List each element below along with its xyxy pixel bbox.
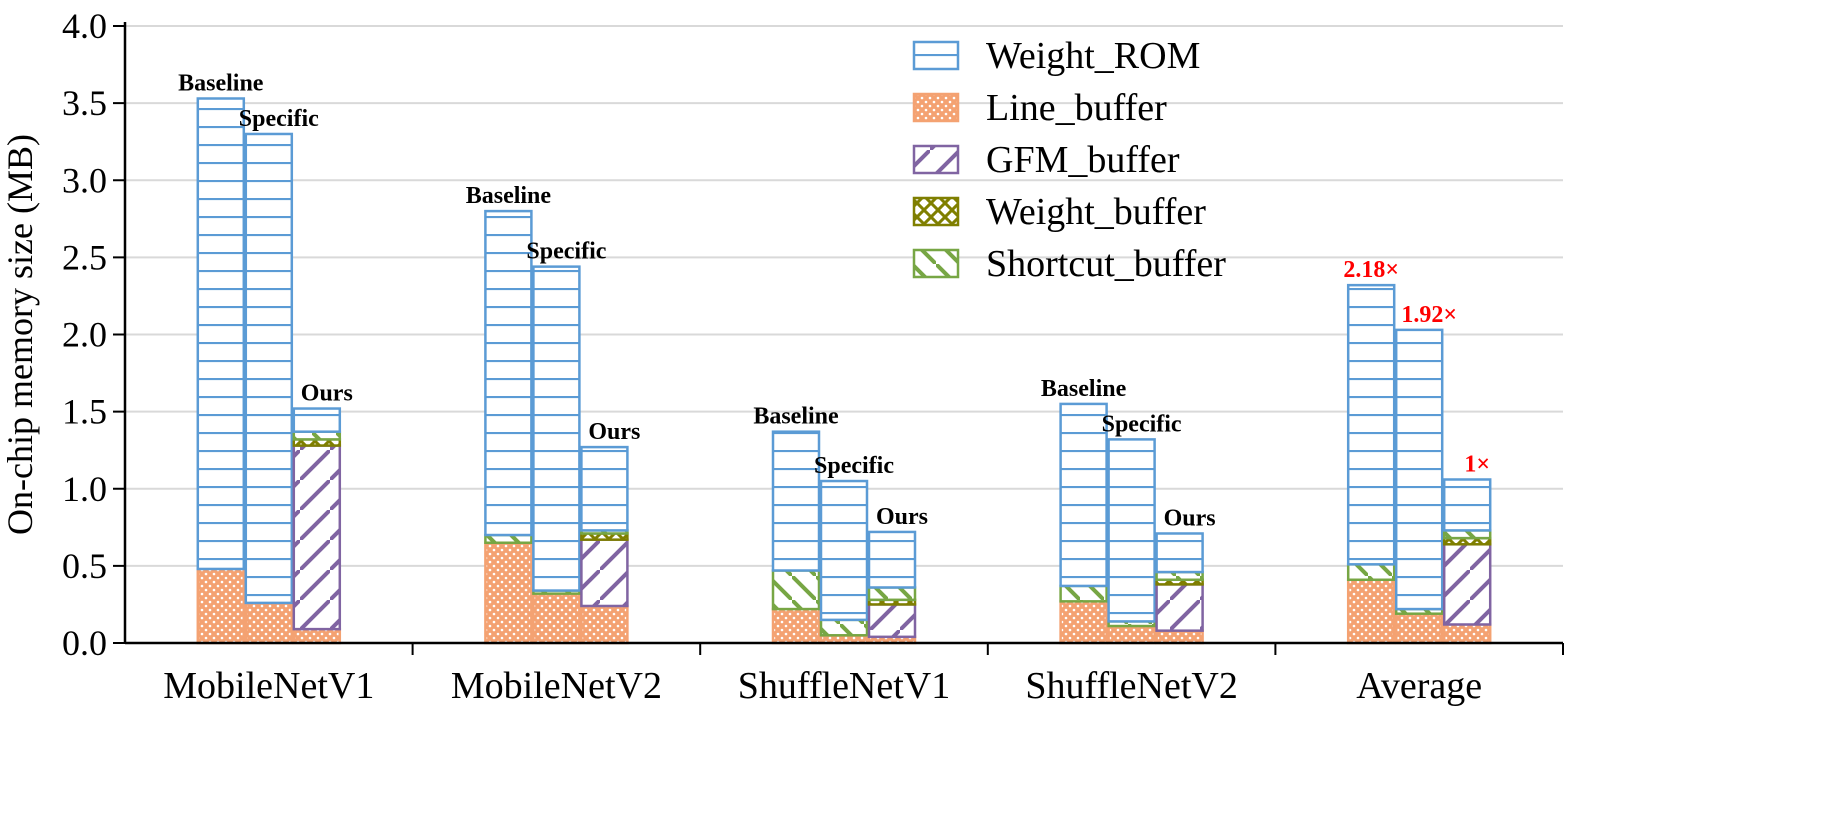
y-tick-label: 4.0 <box>62 6 107 46</box>
bar-label-shufflenetv1-baseline: Baseline <box>753 404 839 430</box>
y-axis-title: On-chip memory size (MB) <box>0 134 40 535</box>
bar-segment-shortcut-buffer-shufflenetv2-baseline <box>1059 584 1108 603</box>
legend-label-weight-buffer: Weight_buffer <box>986 191 1206 233</box>
bar-segment-weight-rom-average-ours <box>1442 478 1492 532</box>
bars <box>196 97 1492 645</box>
x-tick-label-shufflenetv1: ShuffleNetV1 <box>738 665 951 707</box>
legend-label-weight-rom: Weight_ROM <box>986 35 1200 77</box>
x-tick-label-mobilenetv2: MobileNetV2 <box>451 665 662 707</box>
bar-label-mobilenetv2-specific: Specific <box>526 239 606 265</box>
bar-segment-weight-rom-mobilenetv1-ours <box>292 407 342 433</box>
legend: Weight_ROM Line_bufferGFM_bufferWeight_bu… <box>912 35 1226 285</box>
bar-segment-gfm-buffer-average-ours <box>1442 543 1492 626</box>
bar-label-shufflenetv2-baseline: Baseline <box>1041 376 1127 402</box>
bar-segment-line-buffer-shufflenetv2-baseline <box>1059 600 1108 645</box>
bar-segment-line-buffer-mobilenetv2-specific <box>532 592 581 645</box>
bar-segment-gfm-buffer-mobilenetv2-ours <box>580 538 629 608</box>
bar-segment-shortcut-buffer-average-baseline <box>1346 563 1396 582</box>
bar-segment-line-buffer-mobilenetv1-specific <box>244 601 294 645</box>
y-tick-label: 1.0 <box>62 469 107 509</box>
bar-label-average-baseline: 2.18× <box>1343 257 1399 283</box>
bar-segment-weight-rom-average-specific <box>1394 328 1444 611</box>
bar-segment-weight-rom-mobilenetv2-baseline <box>484 209 533 537</box>
bar-label-mobilenetv1-specific: Specific <box>239 106 319 132</box>
legend-label-line-buffer: Line_buffer <box>986 87 1167 129</box>
bar-segment-weight-rom-shufflenetv1-specific <box>819 479 869 622</box>
axes: 0.0 0.5 1.0 1.5 2.0 2.5 3.0 3.5 4.0On-chip memor… <box>0 6 1564 707</box>
bar-label-average-ours: 1× <box>1464 451 1490 477</box>
bar-segment-weight-rom-mobilenetv1-baseline <box>196 97 246 571</box>
bar-segment-shortcut-buffer-shufflenetv1-baseline <box>771 569 821 611</box>
bar-label-shufflenetv1-ours: Ours <box>876 504 928 530</box>
bar-segment-weight-rom-shufflenetv1-ours <box>867 530 917 589</box>
bar-segment-line-buffer-mobilenetv2-baseline <box>484 541 533 645</box>
bar-segment-line-buffer-average-baseline <box>1346 578 1396 645</box>
legend-swatch-gfm-buffer <box>912 144 960 175</box>
bar-segment-weight-rom-shufflenetv1-baseline <box>771 430 821 572</box>
bar-segment-line-buffer-average-ours <box>1442 623 1492 645</box>
bar-segment-line-buffer-shufflenetv2-ours <box>1155 629 1204 645</box>
bar-segment-line-buffer-shufflenetv1-baseline <box>771 607 821 645</box>
legend-swatch-line-buffer <box>912 92 960 123</box>
bar-segment-weight-rom-mobilenetv1-specific <box>244 132 294 605</box>
bar-segment-line-buffer-mobilenetv1-ours <box>292 627 342 645</box>
bar-segment-weight-rom-average-baseline <box>1346 283 1396 566</box>
legend-label-gfm-buffer: GFM_buffer <box>986 139 1180 181</box>
x-tick-label-shufflenetv2: ShuffleNetV2 <box>1025 665 1238 707</box>
bar-segment-line-buffer-shufflenetv2-specific <box>1107 624 1156 645</box>
bar-segment-gfm-buffer-shufflenetv2-ours <box>1155 583 1204 632</box>
legend-label-shortcut-buffer: Shortcut_buffer <box>986 243 1226 285</box>
bar-label-mobilenetv2-ours: Ours <box>588 419 640 445</box>
bar-segment-weight-rom-shufflenetv2-ours <box>1155 532 1204 574</box>
x-tick-label-average: Average <box>1356 665 1482 707</box>
bar-labels: BaselineSpecificOursBaselineSpecificOurs… <box>178 70 1490 531</box>
bar-segment-shortcut-buffer-shufflenetv1-specific <box>819 618 869 637</box>
bar-label-average-specific: 1.92× <box>1401 302 1457 328</box>
bar-label-mobilenetv1-ours: Ours <box>301 381 353 407</box>
bar-segment-weight-rom-mobilenetv2-specific <box>532 265 581 592</box>
bar-label-shufflenetv2-specific: Specific <box>1102 411 1182 437</box>
y-tick-label: 3.5 <box>62 83 107 123</box>
y-tick-label: 0.0 <box>62 623 107 663</box>
y-tick-label: 2.0 <box>62 315 107 355</box>
bar-segment-shortcut-buffer-shufflenetv1-ours <box>867 586 917 602</box>
bar-segment-weight-rom-shufflenetv2-baseline <box>1059 402 1108 588</box>
bar-segment-line-buffer-mobilenetv2-ours <box>580 604 629 645</box>
legend-swatch-weight-buffer <box>912 196 960 227</box>
bar-segment-line-buffer-average-specific <box>1394 612 1444 645</box>
legend-swatch-shortcut-buffer <box>912 248 960 279</box>
bar-segment-gfm-buffer-mobilenetv1-ours <box>292 444 342 631</box>
y-tick-label: 1.5 <box>62 392 107 432</box>
y-tick-label: 3.0 <box>62 160 107 200</box>
x-tick-label-mobilenetv1: MobileNetV1 <box>163 665 374 707</box>
bar-segment-line-buffer-mobilenetv1-baseline <box>196 567 246 645</box>
bar-segment-gfm-buffer-shufflenetv1-ours <box>867 603 917 639</box>
bar-label-shufflenetv1-specific: Specific <box>814 453 894 479</box>
bar-label-mobilenetv2-baseline: Baseline <box>466 183 552 209</box>
y-tick-label: 0.5 <box>62 546 107 586</box>
bar-label-shufflenetv2-ours: Ours <box>1164 505 1216 531</box>
bar-segment-weight-rom-shufflenetv2-specific <box>1107 438 1156 623</box>
y-tick-label: 2.5 <box>62 237 107 277</box>
legend-swatch-weight-rom <box>912 40 960 71</box>
bar-segment-weight-rom-mobilenetv2-ours <box>580 445 629 532</box>
bar-label-mobilenetv1-baseline: Baseline <box>178 70 264 96</box>
gridlines <box>125 25 1563 567</box>
